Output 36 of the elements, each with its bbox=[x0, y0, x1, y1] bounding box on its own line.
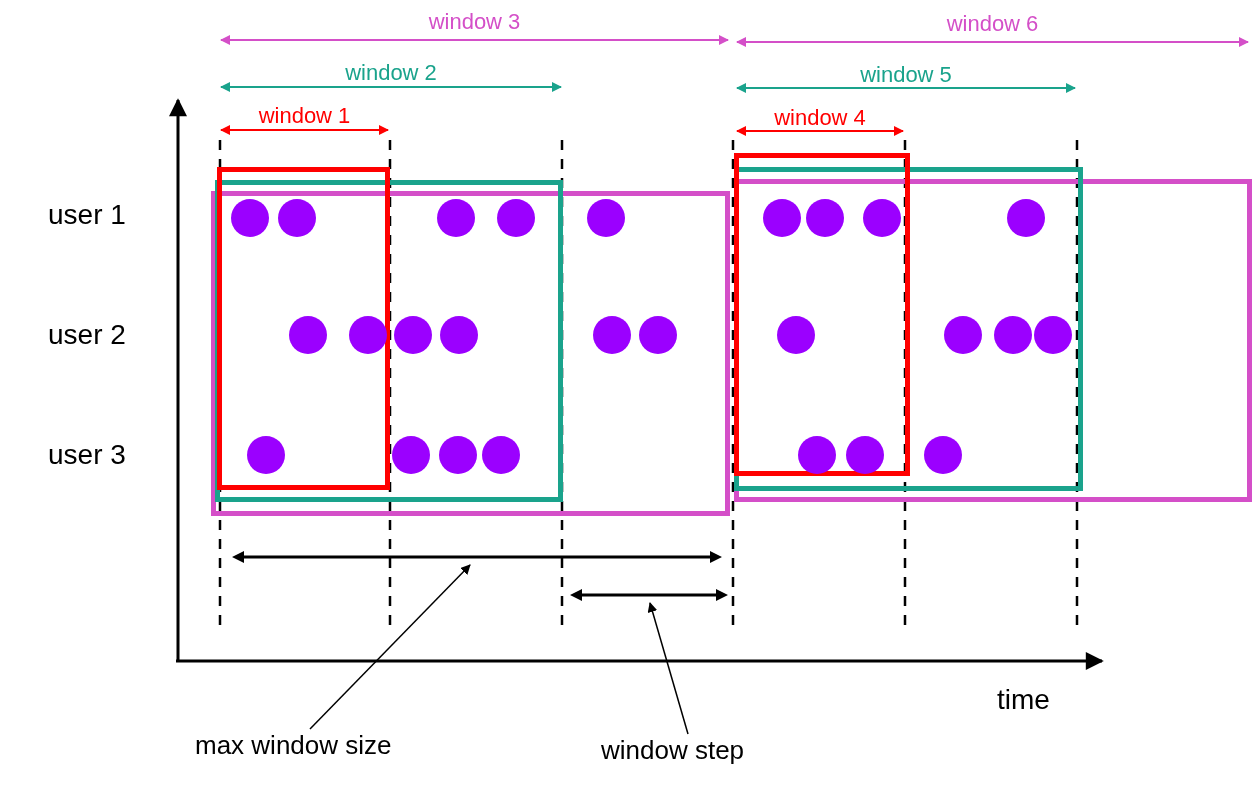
event-dot bbox=[924, 436, 962, 474]
event-dot bbox=[247, 436, 285, 474]
row-label: user 2 bbox=[48, 319, 126, 351]
dimension-arrow bbox=[568, 588, 730, 602]
event-dot bbox=[392, 436, 430, 474]
leader-line bbox=[647, 602, 689, 735]
annotation-text: max window size bbox=[195, 730, 392, 760]
event-dot bbox=[863, 199, 901, 237]
annotation-text: window step bbox=[601, 735, 745, 765]
event-dot bbox=[1007, 199, 1045, 237]
leader-line bbox=[309, 564, 471, 730]
event-dot bbox=[587, 199, 625, 237]
event-dot bbox=[349, 316, 387, 354]
event-dot bbox=[944, 316, 982, 354]
axis-label: time bbox=[997, 684, 1050, 716]
event-dot bbox=[231, 199, 269, 237]
event-dot bbox=[497, 199, 535, 237]
event-dot bbox=[437, 199, 475, 237]
event-dot bbox=[994, 316, 1032, 354]
row-label: user 3 bbox=[48, 439, 126, 471]
event-dot bbox=[439, 436, 477, 474]
event-dot bbox=[593, 316, 631, 354]
event-dot bbox=[798, 436, 836, 474]
event-dot bbox=[846, 436, 884, 474]
event-dot bbox=[777, 316, 815, 354]
event-dot bbox=[394, 316, 432, 354]
event-dot bbox=[763, 199, 801, 237]
event-dot bbox=[639, 316, 677, 354]
event-dot bbox=[1034, 316, 1072, 354]
event-dot bbox=[482, 436, 520, 474]
dimension-arrow bbox=[230, 550, 724, 564]
event-dot bbox=[278, 199, 316, 237]
row-label: user 1 bbox=[48, 199, 126, 231]
event-dot bbox=[440, 316, 478, 354]
event-dot bbox=[806, 199, 844, 237]
event-dot bbox=[289, 316, 327, 354]
